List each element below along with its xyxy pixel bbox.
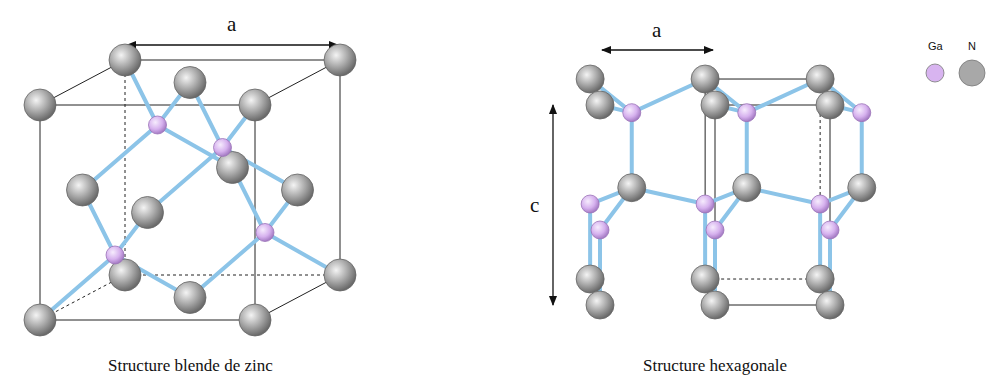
cell-edge: [40, 105, 41, 320]
ga-atom: [256, 224, 274, 242]
n-atom: [701, 91, 729, 119]
n-atom: [132, 197, 164, 229]
cell-edge: [715, 105, 830, 106]
n-atom: [576, 65, 604, 93]
zinc-blende-cell: [24, 44, 356, 336]
n-atom: [24, 304, 56, 336]
n-atom: [174, 67, 206, 99]
legend-label: N: [968, 40, 976, 52]
cell-edge: [340, 60, 341, 275]
cell-edge: [705, 279, 820, 280]
ga-atom: [591, 221, 609, 239]
ga-atom: [106, 246, 124, 264]
n-atom: [67, 174, 99, 206]
ga-atom: [623, 104, 641, 122]
legend-swatches: [926, 60, 985, 86]
cell-edge: [40, 320, 255, 321]
n-atom: [816, 91, 844, 119]
n-atom: [324, 44, 356, 76]
ga-atom: [581, 195, 599, 213]
n-atom: [816, 291, 844, 319]
n-atom: [848, 174, 876, 202]
n-atom: [691, 265, 719, 293]
n-atom: [282, 174, 314, 206]
cell-edge: [715, 305, 830, 306]
n-atom: [701, 291, 729, 319]
ga-atom: [853, 104, 871, 122]
n-atom: [174, 282, 206, 314]
n-atom: [733, 174, 761, 202]
ga-atom: [738, 104, 756, 122]
n-atom: [576, 265, 604, 293]
cell-edge: [705, 79, 820, 80]
ga-atom: [149, 116, 167, 134]
ga-atom: [706, 221, 724, 239]
dimension-label: c: [530, 193, 539, 218]
dimension-label: a: [227, 12, 236, 37]
ga-atom: [821, 221, 839, 239]
structure-caption: Structure hexagonale: [643, 356, 787, 376]
dimension-arrow: [602, 49, 713, 50]
n-atom: [239, 89, 271, 121]
legend-swatch: [926, 64, 944, 82]
n-atom: [586, 291, 614, 319]
dimension-arrow: [127, 44, 338, 45]
dimension-label: a: [652, 18, 661, 43]
cell-edge: [125, 60, 340, 61]
n-atom: [806, 65, 834, 93]
cell-edge: [125, 275, 340, 276]
n-atom: [239, 304, 271, 336]
wurtzite-cell: [576, 65, 876, 319]
n-atom: [586, 91, 614, 119]
dimension-arrow: [552, 105, 553, 305]
ga-atom: [214, 139, 232, 157]
ga-atom: [696, 195, 714, 213]
n-atom: [324, 259, 356, 291]
n-atom: [691, 65, 719, 93]
legend-label: Ga: [928, 40, 943, 52]
n-atom: [24, 89, 56, 121]
n-atom: [618, 174, 646, 202]
legend-swatch: [959, 60, 985, 86]
structure-caption: Structure blende de zinc: [108, 356, 273, 376]
n-atom: [806, 265, 834, 293]
ga-atom: [811, 195, 829, 213]
n-atom: [109, 44, 141, 76]
